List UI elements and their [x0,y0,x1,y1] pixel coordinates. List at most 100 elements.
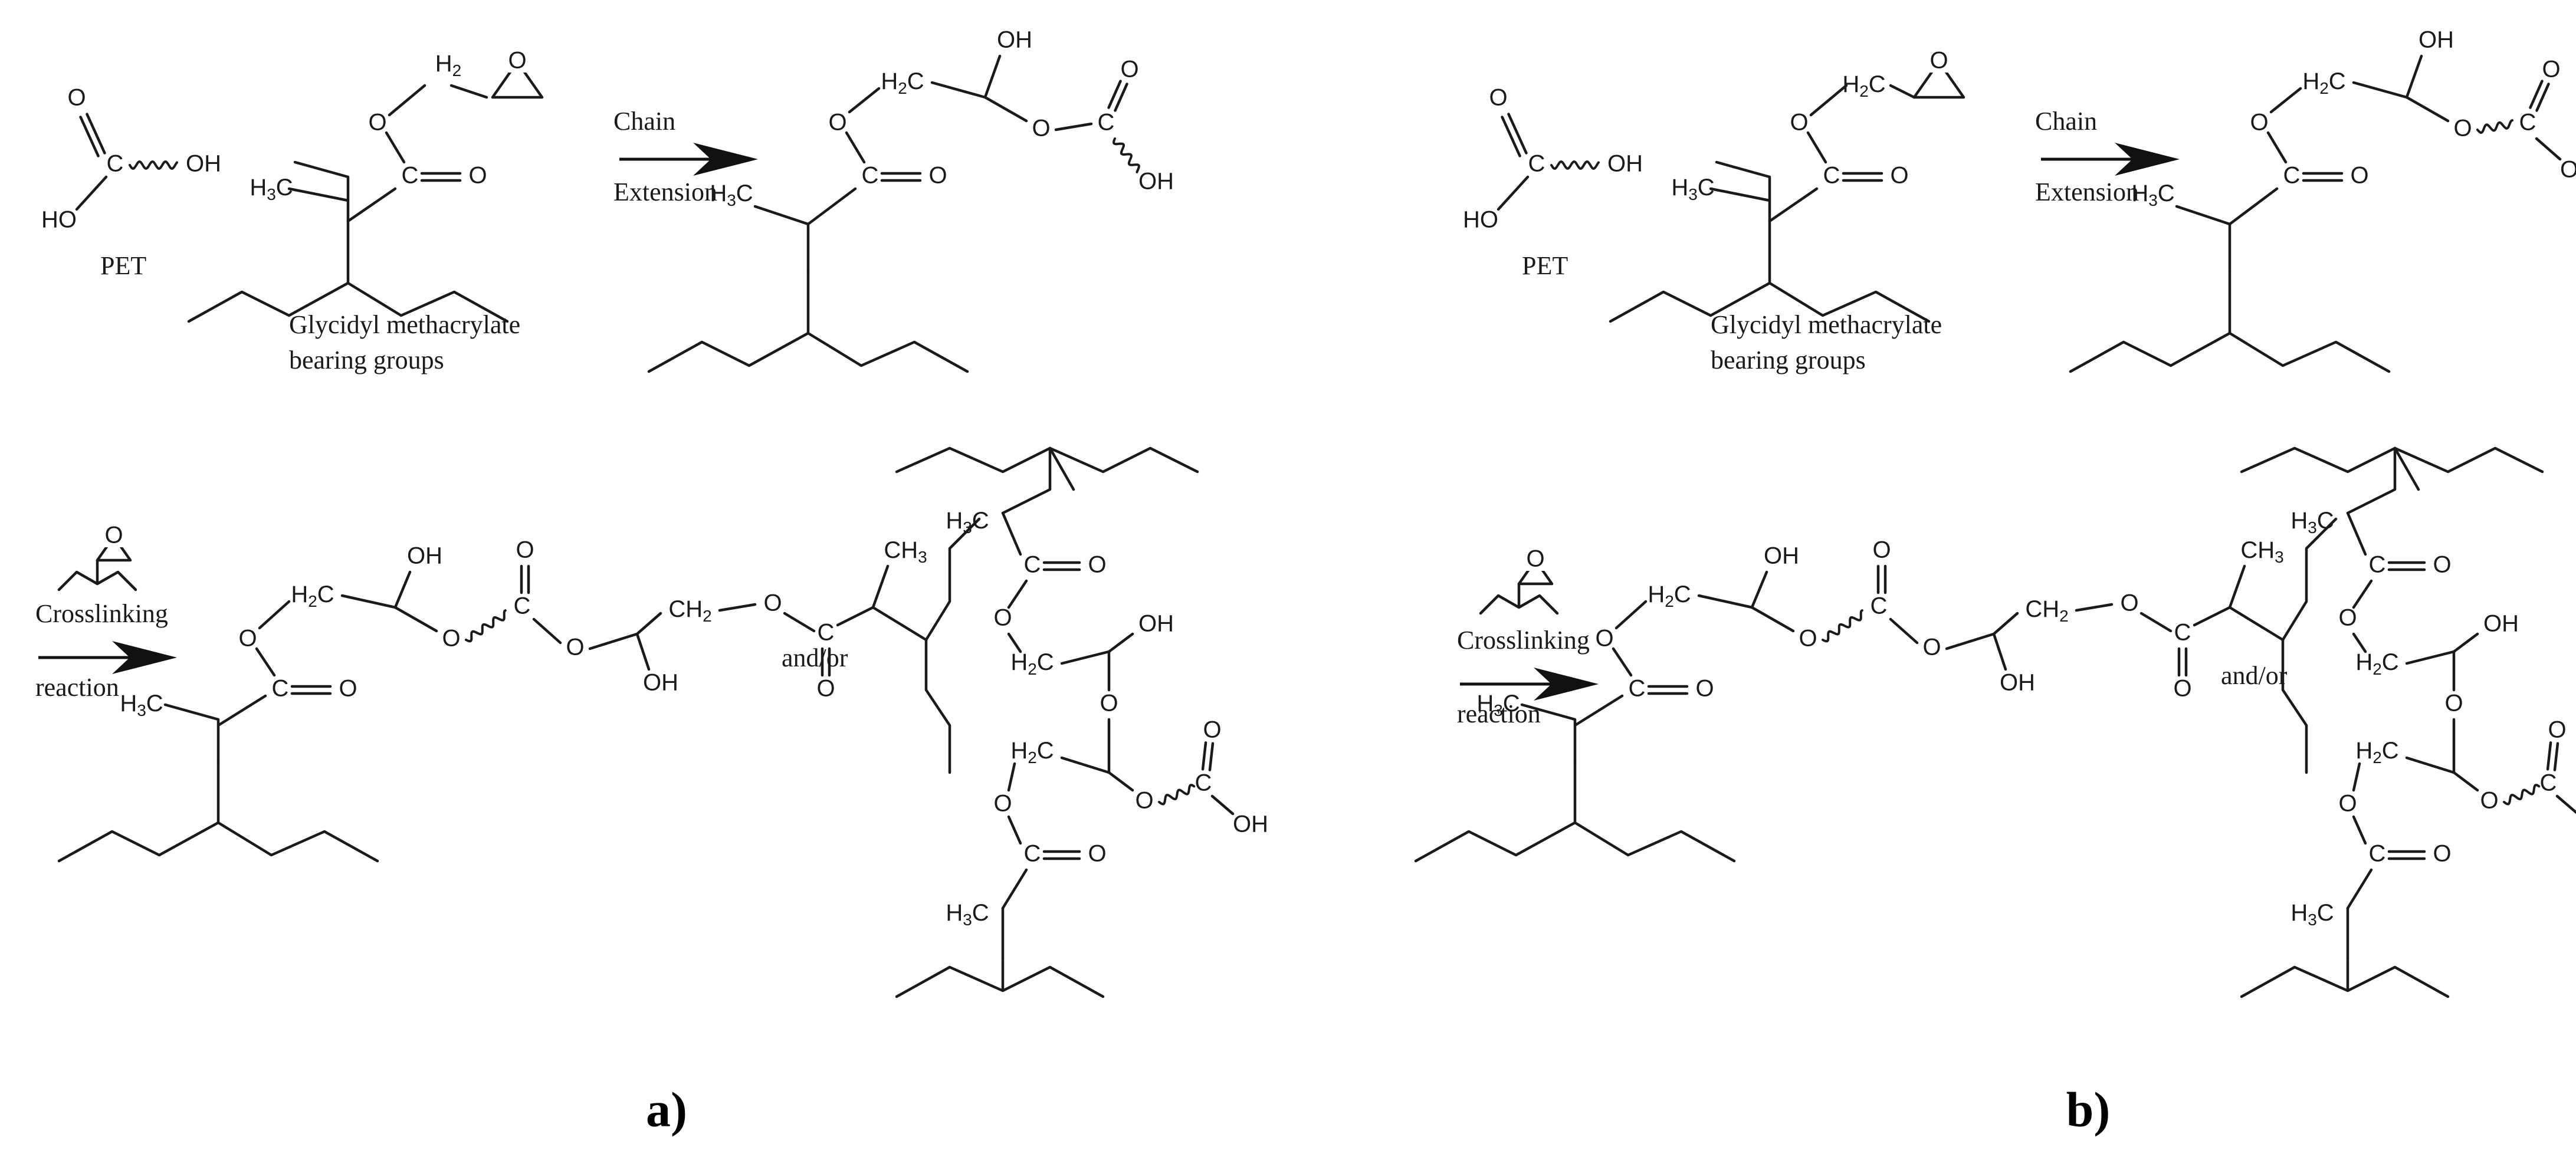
xl-bond [1992,612,2019,636]
product-acid-hydroxyl: OH [1138,169,1174,195]
ch2-label: CH2 [2025,596,2068,626]
chain-label: Chain [2035,107,2097,136]
product-carbonyl-carbon: C [2283,163,2301,189]
gma-carbonyl-carbon: C [402,163,419,189]
pet-bond [75,175,108,211]
xl-bond [718,603,757,612]
h3c-label: H3C [946,508,989,537]
gma-carbonyl-oxygen: O [1890,163,1908,189]
panel-letter: b) [2066,1082,2111,1137]
product-bond [2405,96,2450,123]
xl-carbonyl-oxygen: O [2173,676,2191,702]
h2c-label: H2C [1648,581,1691,611]
product-wavy-bond [2476,119,2513,134]
branch-acid-oxygen: O [1203,717,1221,743]
xl-bond [532,617,562,645]
xl-carbonyl-carbon: C [272,676,289,702]
gma-epoxide-ring [1912,60,1965,99]
xl-carbonyl-oxygen: O [816,676,835,702]
pet-carbonyl-bond [79,116,100,157]
xl-ester-oxygen: O [763,590,782,616]
pet-chain-bond [129,160,178,170]
gma-label: bearing groups [289,346,444,374]
pet-carbon: C [1528,151,1545,177]
ch2-label: CH2 [668,596,711,626]
xl-bond [2139,612,2173,633]
h2c-label: H2C [291,581,334,611]
branch-bond [1210,794,1235,816]
h2c-label: H2C [881,68,924,98]
xl-bond [393,570,412,609]
xl-bond [635,632,651,671]
branch-bond [1060,756,1111,774]
branch-bond [1001,868,1028,910]
product-acid-carbonyl [1107,80,1122,109]
alkyl-backbone [2069,270,2391,373]
xl-bond [1697,594,1754,609]
crosslinking-label: Crosslinking [35,599,168,628]
gma-bond [449,84,488,99]
branch-ether-oxygen: O [1100,691,1118,717]
xl-bond [1612,647,1633,677]
product-acid-hydroxyl: OH [2560,157,2576,183]
branch-bond [2346,868,2373,910]
branch-carbon: C [1024,552,1041,578]
xl-carbon: C [514,593,531,619]
branch-bond [2405,756,2456,774]
product-acid-carbon: C [1098,110,1115,136]
epoxide-oxygen: O [1526,546,1544,572]
branch-carbon: C [1024,841,1041,867]
xl-bond [1750,570,1768,609]
pet-label: PET [1522,251,1568,280]
xl-ester-oxygen: O [1595,626,1613,652]
branch-ester-oxygen: O [1135,788,1153,814]
h3c-label: H3C [250,175,293,204]
pet-carbon: C [107,151,124,177]
branch-carbon: C [2369,552,2386,578]
xl-ester-oxygen: O [1799,626,1817,652]
h2c-label: H2C [1010,649,1054,679]
product-bond [2405,54,2423,99]
product-ester-oxygen: O [2250,110,2268,136]
xl-bond [340,594,397,609]
xl-hydroxyl: OH [2000,670,2035,696]
branch-alkyl-bottom [2240,957,2450,998]
xl-bond [871,564,890,609]
h3c-label: H3C [1671,175,1714,204]
product-bond [2535,137,2562,161]
xl-bond [635,612,662,636]
panel-letter: a) [646,1082,687,1137]
crosslinker-icon-chain [57,558,137,591]
gma-ester-bond [385,131,406,164]
pet-carbonyl-bond [1507,113,1528,155]
h2c-label: H2C [1842,71,1885,101]
xl-alkyl [924,638,951,774]
alkyl-backbone [1609,219,1931,323]
xl-ester-oxygen: O [238,626,257,652]
h3c-label: H3C [2290,900,2334,929]
xl-carbonyl-carbon: C [1629,676,1646,702]
crosslinking-label: Crosslinking [1457,626,1590,655]
branch-bond [2346,511,2367,556]
xl-carbon: C [1871,593,1888,619]
product-acid-carbonyl [2529,80,2544,109]
xl-alkyl [2281,638,2308,774]
branch-ester-oxygen: O [2480,788,2498,814]
xl-bond [1750,606,1795,633]
branch-bond [1007,632,1022,653]
branch-bond [1060,650,1111,665]
branch-hydroxyl: OH [2483,611,2519,637]
epoxide-gap [1929,49,1948,73]
gma-carbonyl-oxygen: O [468,163,487,189]
ch3-label: CH3 [2240,537,2283,567]
gma-ester-oxygen: O [1790,110,1808,136]
reaction-label: reaction [1457,699,1541,728]
gma-bond [346,187,397,223]
branch-bond [1007,579,1028,609]
pet-hydroxyl: OH [186,151,221,177]
epoxide-oxygen: O [1929,48,1948,74]
and-or-label: and/or [2221,661,2288,690]
h2-label: H2 [435,51,461,80]
branch-bond [2352,815,2367,845]
